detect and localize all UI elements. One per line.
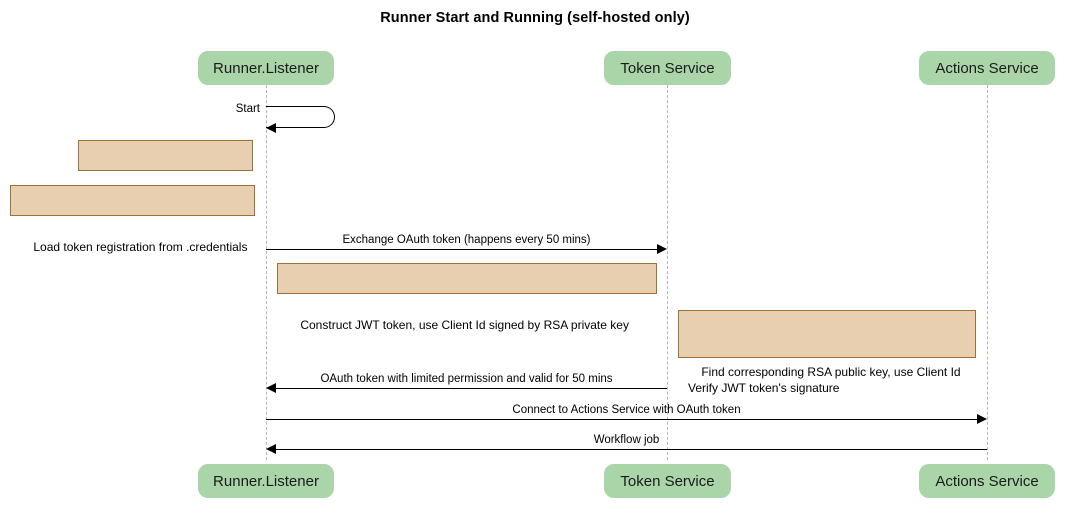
note-text: Construct JWT token, use Client Id signe… [300,318,629,332]
message-start-loop [266,106,335,128]
message-exchange-oauth-label: Exchange OAuth token (happens every 50 m… [342,234,591,246]
message-workflow-job-arrowhead [266,444,276,454]
page-title: Runner Start and Running (self-hosted on… [380,10,690,26]
participant-label: Actions Service [935,472,1039,490]
message-workflow-job-label: Workflow job [593,434,660,446]
note-load-token-registration: Load token registration from .credential… [10,185,255,254]
participant-label: Actions Service [935,59,1039,77]
participant-label: Token Service [620,472,715,490]
note-text: Find corresponding RSA public key, use C… [688,365,961,395]
note-fold-fill [243,141,252,150]
note-fold-fill [245,186,254,195]
lifeline-token [667,85,668,460]
participant-token-bottom[interactable]: Token Service [604,464,731,498]
participant-runner-bottom[interactable]: Runner.Listener [198,464,334,498]
message-workflow-job-line [275,449,987,450]
participant-actions-bottom[interactable]: Actions Service [919,464,1055,498]
message-start-arrowhead [266,123,276,133]
participant-token-top[interactable]: Token Service [604,51,731,85]
message-connect-actions-arrowhead [977,414,987,424]
message-exchange-oauth-line [266,249,658,250]
participant-label: Token Service [620,59,715,77]
message-connect-actions-line [266,419,978,420]
note-construct-jwt: Construct JWT token, use Client Id signe… [277,263,657,332]
lifeline-runner [266,85,267,460]
message-oauth-reply-line [275,388,667,389]
message-start-label: Start [235,103,260,115]
note-fold-fill [966,311,975,320]
note-load-config: Load config info from .runner [78,140,255,209]
participant-label: Runner.Listener [213,472,319,490]
note-text: Load token registration from .credential… [33,240,248,254]
participant-label: Runner.Listener [213,59,319,77]
lifeline-actions [987,85,988,460]
message-oauth-reply-label: OAuth token with limited permission and … [320,373,613,385]
participant-runner-top[interactable]: Runner.Listener [198,51,334,85]
note-verify-jwt: Find corresponding RSA public key, use C… [678,310,976,395]
participant-actions-top[interactable]: Actions Service [919,51,1055,85]
message-exchange-oauth-arrowhead [657,244,667,254]
message-connect-actions-label: Connect to Actions Service with OAuth to… [512,404,741,416]
note-fold-fill [647,264,656,273]
message-oauth-reply-arrowhead [266,383,276,393]
